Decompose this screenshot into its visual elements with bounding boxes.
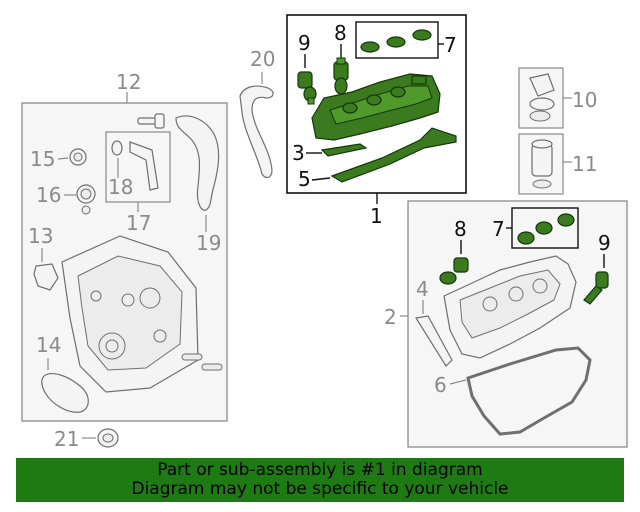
seal-part-13[interactable] [33, 263, 59, 291]
seal-part-16[interactable] [76, 184, 96, 215]
sensor-part-9b[interactable] [583, 271, 609, 305]
cap-parts-7b[interactable] [517, 213, 575, 245]
callout-15[interactable]: 15 [30, 147, 55, 171]
parts-diagram: 12 15 16 18 17 19 13 [21, 14, 628, 451]
callout-11[interactable]: 11 [572, 152, 597, 176]
callout-16[interactable]: 16 [36, 183, 61, 207]
oil-cap-part-10[interactable] [529, 73, 555, 122]
gasket-part-5[interactable] [330, 127, 457, 183]
callout-2[interactable]: 2 [384, 305, 397, 329]
valve-cover-assembly-part[interactable] [311, 73, 441, 141]
info-banner: Part or sub-assembly is #1 in diagram Di… [16, 458, 624, 502]
hose-part-20[interactable] [239, 85, 274, 179]
solenoid-part-8b[interactable] [439, 257, 469, 285]
callout-3[interactable]: 3 [292, 141, 305, 165]
callout-19[interactable]: 19 [196, 231, 221, 255]
callout-7[interactable]: 7 [444, 33, 457, 57]
solenoid-part-8[interactable] [333, 57, 349, 95]
sensor-part-9[interactable] [297, 71, 317, 105]
callout-13[interactable]: 13 [28, 224, 53, 248]
callout-17[interactable]: 17 [126, 211, 151, 235]
gasket-part-6[interactable] [466, 346, 592, 436]
banner-line-2: Diagram may not be specific to your vehi… [131, 479, 509, 499]
callout-18[interactable]: 18 [108, 175, 133, 199]
callout-7b[interactable]: 7 [492, 217, 505, 241]
gasket-part-4[interactable] [415, 315, 453, 367]
callout-12[interactable]: 12 [116, 70, 141, 94]
callout-14[interactable]: 14 [36, 333, 61, 357]
callout-8b[interactable]: 8 [454, 217, 467, 241]
callout-8[interactable]: 8 [334, 21, 347, 45]
caps-group-box-7 [355, 21, 439, 59]
bolt-part[interactable] [137, 113, 165, 129]
callout-10[interactable]: 10 [572, 88, 597, 112]
callout-1[interactable]: 1 [370, 204, 383, 228]
callout-20[interactable]: 20 [250, 47, 275, 71]
crank-seal-part-21[interactable] [97, 428, 119, 448]
seal-ring-part-15[interactable] [69, 148, 87, 166]
callout-9[interactable]: 9 [298, 31, 311, 55]
callout-6[interactable]: 6 [434, 373, 447, 397]
callout-4[interactable]: 4 [416, 277, 429, 301]
callout-5[interactable]: 5 [298, 167, 311, 191]
timing-cover-part[interactable] [61, 235, 223, 393]
callout-9b[interactable]: 9 [598, 231, 611, 255]
callout-21[interactable]: 21 [54, 427, 79, 451]
banner-line-1: Part or sub-assembly is #1 in diagram [157, 460, 483, 480]
filter-part-11[interactable] [531, 139, 553, 189]
seal-part-14[interactable] [41, 373, 89, 413]
front-cover-gasket-part-19[interactable] [175, 115, 220, 211]
gasket-part-18[interactable] [111, 140, 159, 191]
gasket-part-3[interactable] [320, 143, 368, 157]
valve-cover-part[interactable] [443, 255, 577, 359]
cap-parts-7[interactable] [360, 29, 432, 53]
